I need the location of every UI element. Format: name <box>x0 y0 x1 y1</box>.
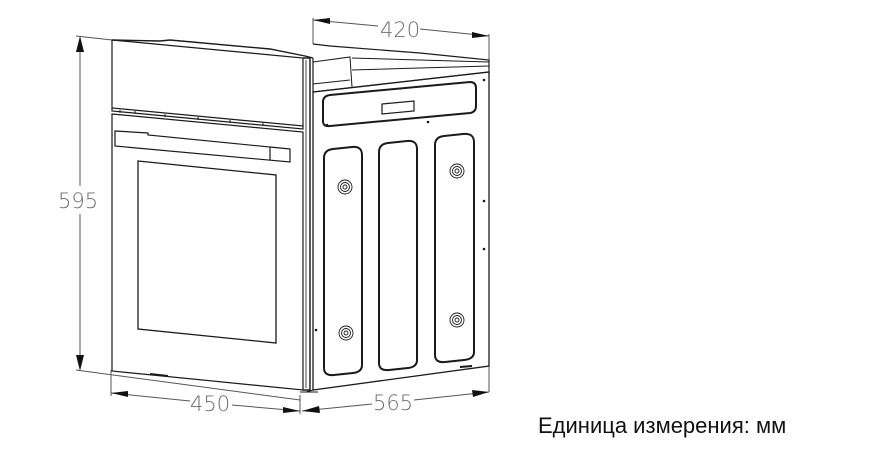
arrow-left-icon <box>313 18 330 24</box>
arrow-left-icon <box>111 391 128 397</box>
arrow-right-icon <box>472 32 489 38</box>
arrow-right-icon <box>283 407 300 413</box>
top-depth-dimension: 420 <box>312 18 490 62</box>
width-label: 450 <box>190 392 230 416</box>
oven-front <box>111 39 314 391</box>
top-depth-label: 420 <box>380 18 420 42</box>
depth-dimension: 565 <box>301 366 490 415</box>
mounting-boss <box>337 163 465 341</box>
height-dimension: 595 <box>58 35 301 401</box>
arrow-up-icon <box>76 36 84 52</box>
screw-dots <box>314 78 486 332</box>
recess-left <box>323 145 363 377</box>
side-panel <box>312 71 490 391</box>
oven-side <box>300 43 490 393</box>
recess-middle <box>378 139 418 372</box>
oven-door <box>111 113 304 391</box>
door-window <box>137 160 277 344</box>
arrow-right-icon <box>472 390 489 397</box>
arrow-down-icon <box>76 355 84 371</box>
depth-label: 565 <box>373 391 413 415</box>
door-handle <box>114 130 291 163</box>
arrow-left-icon <box>302 406 320 413</box>
recess-right <box>434 132 475 364</box>
width-dimension: 450 <box>110 370 301 416</box>
unit-caption: Единица измерения: мм <box>538 413 787 438</box>
height-label: 595 <box>58 189 98 213</box>
